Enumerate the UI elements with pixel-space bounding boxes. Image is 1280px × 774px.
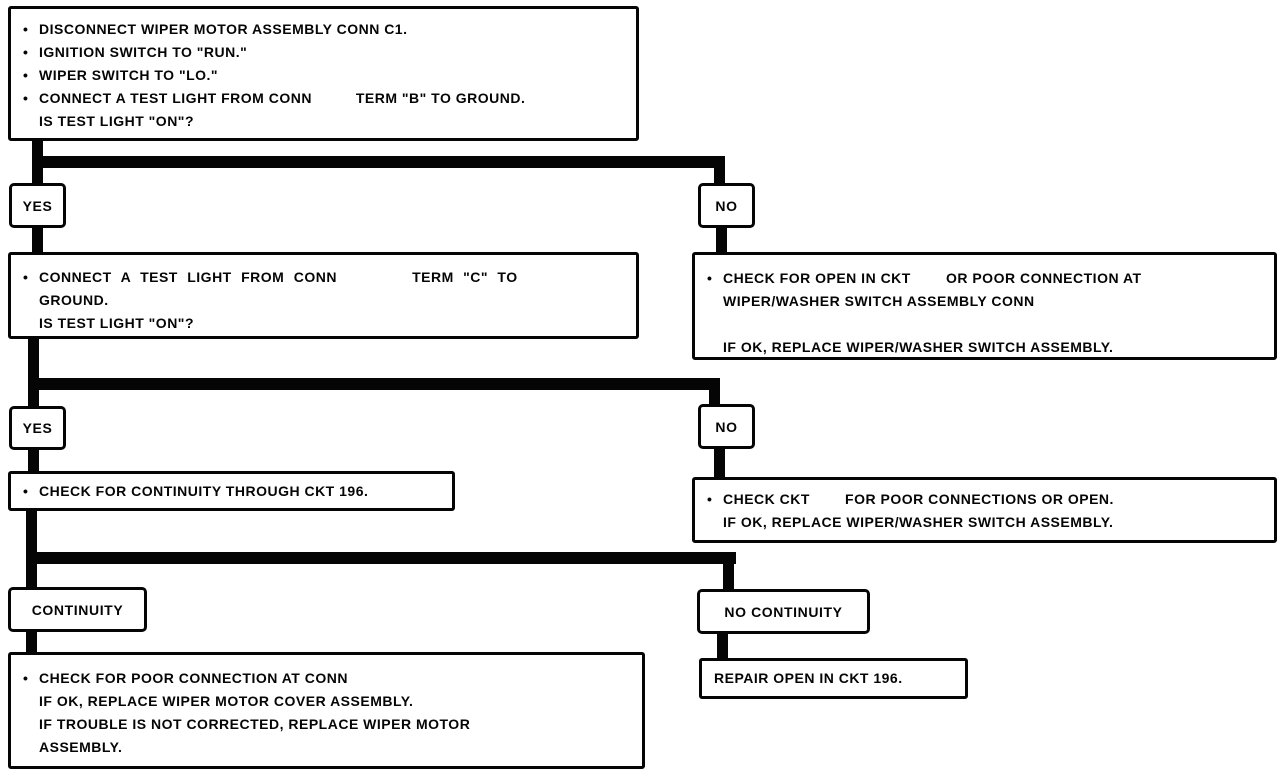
text-line: •CONNECT A TEST LIGHT FROM CONN TERM "B"… — [23, 87, 628, 110]
text-line: •IGNITION SWITCH TO "RUN." — [23, 41, 628, 64]
bullet-icon: • — [707, 270, 713, 286]
label-yes-2: YES — [9, 406, 66, 450]
text-line: •CHECK FOR CONTINUITY THROUGH CKT 196. — [23, 480, 444, 503]
connector-no1-to-check-open — [716, 226, 727, 255]
label-no-1: NO — [698, 183, 755, 228]
label-no-2: NO — [698, 404, 755, 449]
box-initial-test: •DISCONNECT WIPER MOTOR ASSEMBLY CONN C1… — [8, 6, 639, 141]
connector-branch1-bar — [32, 156, 725, 168]
bullet-icon: • — [23, 670, 29, 686]
connector-branch1-to-no1 — [714, 156, 725, 187]
bullet-icon: • — [23, 482, 29, 499]
text-line: •CHECK FOR POOR CONNECTION AT CONN — [23, 667, 634, 690]
text-line: IS TEST LIGHT "ON"? — [39, 113, 194, 129]
connector-continuity-test-to-continuity — [26, 509, 37, 589]
bullet-icon: • — [23, 90, 29, 106]
label-yes-1: YES — [9, 183, 66, 228]
connector-branch3-to-no-continuity — [723, 552, 734, 591]
text-line: •CONNECT A TEST LIGHT FROM CONN TERM "C"… — [23, 266, 628, 289]
bullet-icon: • — [707, 491, 713, 507]
text-line: •CHECK FOR OPEN IN CKT OR POOR CONNECTIO… — [707, 267, 1266, 290]
text-line: IS TEST LIGHT "ON"? — [39, 315, 194, 331]
text-line: WIPER/WASHER SWITCH ASSEMBLY CONN — [723, 293, 1035, 309]
connector-continuity-to-check-conn — [26, 630, 37, 655]
connector-test-c-to-yes2 — [28, 337, 39, 408]
connector-yes1-to-test-c — [32, 226, 43, 255]
text-line: •WIPER SWITCH TO "LO." — [23, 64, 628, 87]
text-line: IF OK, REPLACE WIPER MOTOR COVER ASSEMBL… — [39, 693, 414, 709]
connector-branch2-to-no2 — [709, 378, 720, 409]
bullet-icon: • — [23, 44, 29, 60]
connector-branch3-bar — [26, 552, 736, 564]
text-line: IF OK, REPLACE WIPER/WASHER SWITCH ASSEM… — [723, 514, 1114, 530]
text-line: IF TROUBLE IS NOT CORRECTED, REPLACE WIP… — [39, 716, 471, 732]
box-check-open-ckt: •CHECK FOR OPEN IN CKT OR POOR CONNECTIO… — [692, 252, 1277, 360]
connector-no-continuity-to-repair — [717, 632, 728, 660]
label-no-continuity: NO CONTINUITY — [697, 589, 870, 634]
text-line: •CHECK CKT FOR POOR CONNECTIONS OR OPEN. — [707, 488, 1266, 511]
label-continuity: CONTINUITY — [8, 587, 147, 632]
text-line: •DISCONNECT WIPER MOTOR ASSEMBLY CONN C1… — [23, 18, 628, 41]
text-line: REPAIR OPEN IN CKT 196. — [714, 670, 903, 686]
text-line: IF OK, REPLACE WIPER/WASHER SWITCH ASSEM… — [723, 339, 1114, 355]
text-line — [707, 313, 1266, 336]
text-line: ASSEMBLY. — [39, 739, 123, 755]
box-repair-open: REPAIR OPEN IN CKT 196. — [699, 658, 968, 699]
box-check-continuity: •CHECK FOR CONTINUITY THROUGH CKT 196. — [8, 471, 455, 511]
box-check-ckt-connections: •CHECK CKT FOR POOR CONNECTIONS OR OPEN.… — [692, 477, 1277, 543]
bullet-icon: • — [23, 269, 29, 285]
box-test-term-c: •CONNECT A TEST LIGHT FROM CONN TERM "C"… — [8, 252, 639, 339]
connector-no2-to-check-ckt — [714, 447, 725, 479]
connector-branch2-bar — [28, 378, 720, 390]
box-check-conn-repair: •CHECK FOR POOR CONNECTION AT CONN IF OK… — [8, 652, 645, 769]
bullet-icon: • — [23, 67, 29, 83]
connector-yes2-to-continuity-test — [28, 448, 39, 474]
bullet-icon: • — [23, 21, 29, 37]
text-line: GROUND. — [39, 292, 109, 308]
